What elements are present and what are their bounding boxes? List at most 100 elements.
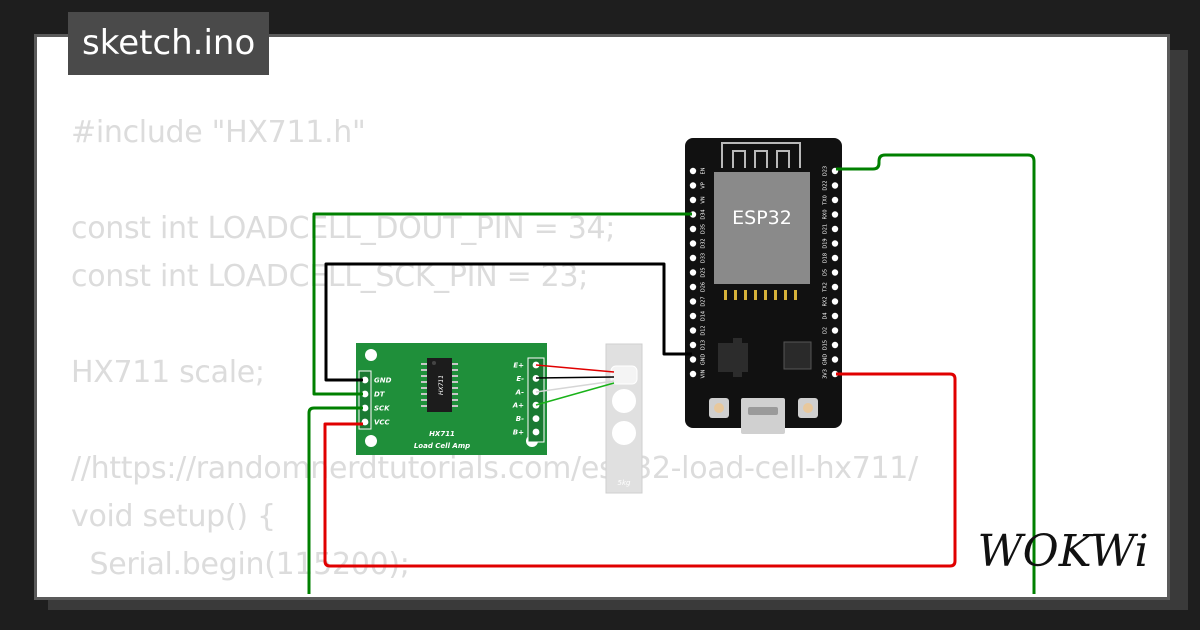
esp32-pin-tx0[interactable] [831,196,839,204]
hx711-pin-label: B- [516,415,524,423]
hx711-pin-label: A+ [512,402,524,410]
load-cell-hole-icon [612,389,636,413]
esp32-pin-label: D12 [701,325,707,335]
hx711-chip-legs [421,363,458,407]
boot-button-cap-icon [714,403,724,413]
esp32-pin-rx2[interactable] [831,298,839,305]
usb-port-slot-icon [748,407,778,415]
esp32-pin-label: VN [701,196,707,203]
esp32-pin-d26[interactable] [689,283,697,291]
esp32-pin-label: D25 [701,267,707,277]
code-line: Serial.println("HX711 Demo"); [71,589,918,597]
esp32-pin-label: D23 [823,166,829,176]
wire-sck-right[interactable] [836,153,1036,610]
esp32-pin-en[interactable] [689,167,697,175]
esp32-pin-d5[interactable] [831,269,839,276]
esp32-pin-vp[interactable] [689,182,697,189]
hx711-pin-label: VCC [374,419,391,427]
hx711-pin-gnd[interactable] [361,376,369,384]
wire-a-minus[interactable] [535,380,615,393]
hx711-pin-bminus[interactable] [532,415,540,422]
hx711-pin-sck[interactable] [361,404,369,412]
esp32-pin-label: D22 [823,180,829,190]
hx711-pin-label: DT [374,391,386,399]
code-line: void setup() { [71,499,276,534]
code-line: const int LOADCELL_DOUT_PIN = 34; [71,211,616,246]
esp32-pin-label: D27 [701,296,707,306]
esp32-pin-d33[interactable] [689,254,697,262]
esp32-pin-label: D26 [701,282,707,292]
esp32-pin-d32[interactable] [689,240,697,247]
esp32-pin-label: GND [701,354,707,366]
esp32-pin-d19[interactable] [831,240,839,247]
esp32-pin-d15[interactable] [831,341,839,349]
hx711-board-title: HX711 [429,430,455,438]
wire-gnd[interactable] [324,262,692,382]
esp32-module [714,172,810,284]
usb-port-icon [741,398,785,434]
esp32-pin-gnd[interactable] [831,356,839,363]
strain-gauge-icon [610,365,638,385]
wire-dout[interactable] [312,212,692,396]
esp32-pin-gnd[interactable] [689,356,697,363]
esp32-pin-d22[interactable] [831,182,839,189]
esp32-pin-label: VP [701,182,707,188]
esp32-pin-d18[interactable] [831,254,839,262]
hx711-chip [427,358,452,412]
esp32-pin-d14[interactable] [689,312,697,320]
esp32-pin-label: D2 [823,327,829,334]
esp32-pin-rx0[interactable] [831,211,839,218]
voltage-regulator-icon [718,338,748,377]
esp32-pin-d35[interactable] [689,225,697,233]
mounting-hole-icon [365,435,377,447]
esp32-pin-label: RX2 [823,296,829,306]
esp32-pin-label: D33 [701,253,707,263]
esp32-pin-label: D18 [823,253,829,263]
antenna-trace-icon [721,142,801,168]
esp32-pin-d4[interactable] [831,312,839,320]
wire-sck-left[interactable] [307,406,363,610]
hx711-pin-label: E- [516,375,524,383]
load-cell-label: 5kg [618,479,632,487]
esp32-pin-label: D15 [823,340,829,350]
esp32-pin-d12[interactable] [689,327,697,334]
hx711-pin-label: B+ [513,429,524,437]
esp32-pin-label: VIN [701,369,707,378]
esp32-pin-vin[interactable] [689,370,697,378]
esp32-pin-d21[interactable] [831,225,839,233]
hx711-pin-bplus[interactable] [532,428,540,436]
wire-e-plus[interactable] [535,364,615,373]
hx711-pin-aplus[interactable] [532,401,540,409]
esp32-pin-d25[interactable] [689,269,697,276]
esp32-board[interactable]: ESP32 ENVPVND34D35D32D33D25D26D27D14D12D… [685,138,842,434]
hx711-pin-dt[interactable] [361,390,369,398]
module-pads [724,290,797,300]
wokwi-logo: WOKWi [977,526,1148,577]
load-cell[interactable]: 5kg [605,343,643,494]
esp32-pin-label: D35 [701,224,707,234]
esp32-pin-tx2[interactable] [831,283,839,291]
hx711-right-header [527,357,545,443]
hx711-pin-eminus[interactable] [532,375,540,382]
esp32-pin-label: TX2 [823,282,829,293]
hx711-pin-vcc[interactable] [361,418,369,426]
hx711-right-pins: E+E-A-A+B-B+ [512,362,540,437]
preview-card: #include "HX711.h" const int LOADCELL_DO… [34,34,1170,600]
esp32-pin-d27[interactable] [689,298,697,305]
esp32-pin-label: D13 [701,340,707,350]
esp32-pin-d13[interactable] [689,341,697,349]
hx711-left-header [358,370,372,430]
hx711-pin-label: SCK [374,405,390,413]
chip-notch-icon [432,361,436,365]
esp32-pin-d2[interactable] [831,327,839,334]
esp32-pin-3v3[interactable] [831,370,839,378]
file-tab[interactable]: sketch.ino [68,12,270,75]
wire-a-plus[interactable] [535,382,615,406]
wire-vcc[interactable] [323,372,957,568]
wire-e-minus[interactable] [535,376,615,379]
hx711-pin-label: A- [515,388,524,396]
wires [307,153,1036,610]
esp32-pin-vn[interactable] [689,196,697,204]
